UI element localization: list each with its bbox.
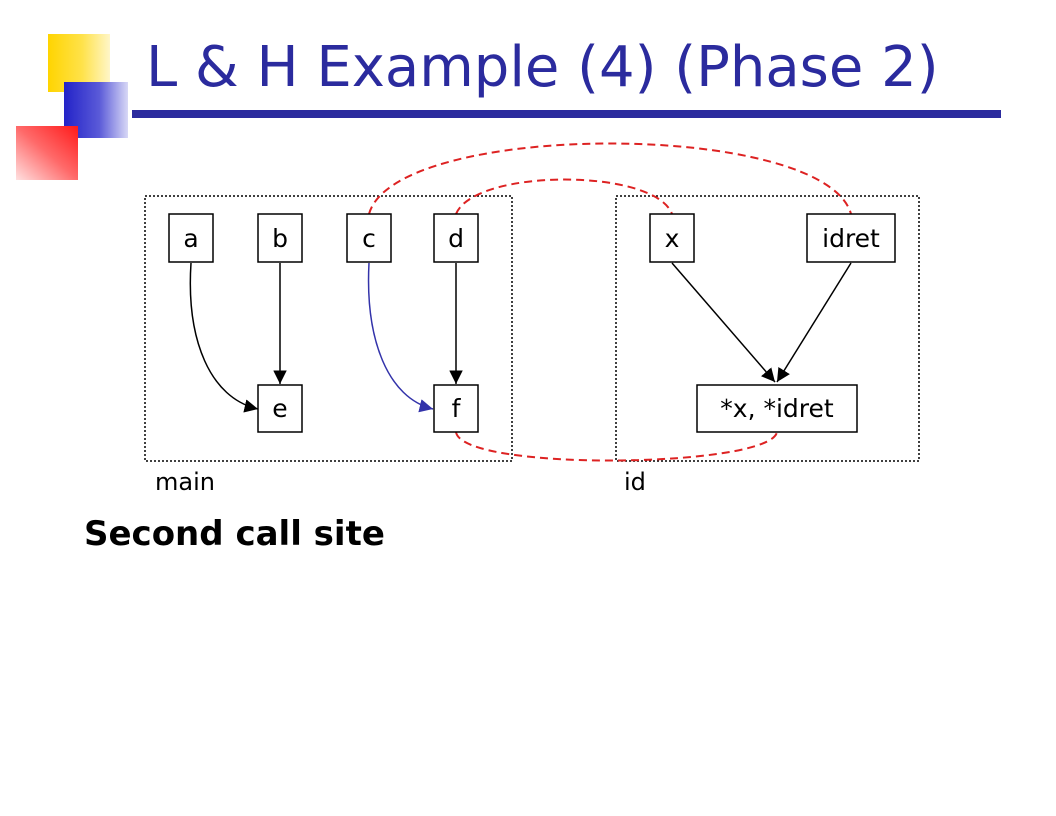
edge-a-e [189, 262, 259, 413]
node-e-label: e [272, 394, 287, 423]
slide-title: L & H Example (4) (Phase 2) [146, 35, 939, 100]
node-idret: idret [806, 213, 896, 263]
link-c-idret [368, 142, 852, 215]
node-b-label: b [272, 224, 288, 253]
node-idret-label: idret [822, 224, 880, 253]
node-d: d [433, 213, 479, 263]
link-d-x [455, 178, 673, 215]
node-a-label: a [183, 224, 198, 253]
title-underline [132, 110, 1001, 118]
node-deref: *x, *idret [696, 384, 858, 433]
node-d-label: d [448, 224, 464, 253]
node-c: c [346, 213, 392, 263]
decor-red-square [16, 126, 78, 180]
edge-x-deref [671, 262, 776, 383]
node-a: a [168, 213, 214, 263]
node-deref-label: *x, *idret [720, 394, 834, 423]
slide-subtitle: Second call site [84, 514, 385, 554]
node-f: f [433, 384, 479, 433]
node-b: b [257, 213, 303, 263]
edge-idret-deref [776, 262, 852, 383]
node-x-label: x [665, 224, 680, 253]
node-e: e [257, 384, 303, 433]
node-x: x [649, 213, 695, 263]
edge-c-f [367, 262, 434, 413]
group-id-label: id [624, 468, 646, 496]
node-f-label: f [452, 394, 462, 423]
group-main-label: main [155, 468, 215, 496]
node-c-label: c [362, 224, 376, 253]
